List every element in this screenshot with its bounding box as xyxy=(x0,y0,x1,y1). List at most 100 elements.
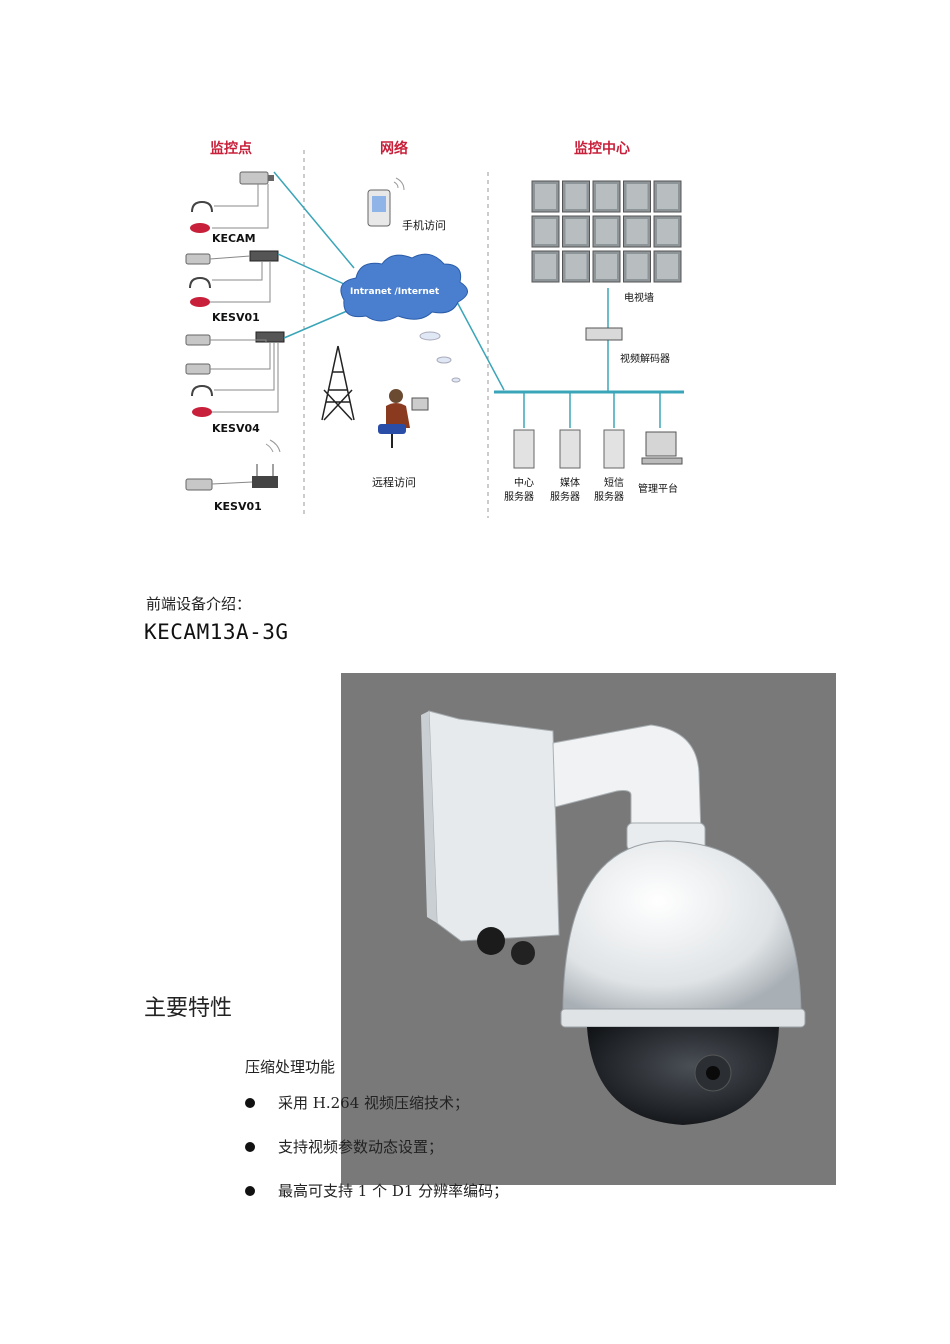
device-label: KESV04 xyxy=(212,422,260,435)
camera-lens-icon xyxy=(268,175,274,181)
tv-screen-glass xyxy=(657,219,678,244)
mobile-access: 手机访问 xyxy=(367,177,446,232)
wire xyxy=(212,184,269,229)
camera-icon xyxy=(185,363,211,375)
bullet-dot-icon xyxy=(245,1141,255,1152)
camera-icon xyxy=(239,171,269,185)
cell-tower xyxy=(321,345,355,421)
wall-bracket-icon xyxy=(428,710,560,942)
device-label: KESV01 xyxy=(212,311,260,324)
chair-icon xyxy=(378,424,406,434)
microphone-icon xyxy=(189,276,211,289)
model-title: KECAM13A-3G xyxy=(144,620,289,644)
wifi-signal-icon xyxy=(393,177,405,191)
site-kesv01-a: KESV01 xyxy=(185,250,279,324)
microphone-icon xyxy=(191,200,213,213)
speaker-icon xyxy=(190,297,210,307)
feature-bullet: 采用 H.264 视频压缩技术； xyxy=(245,1092,469,1113)
server-label-line1: 中心 xyxy=(514,476,534,489)
mobile-label: 手机访问 xyxy=(402,218,446,232)
device-label: KESV01 xyxy=(214,500,262,513)
dome-glass-icon xyxy=(587,1027,779,1125)
site-kesv04: KESV04 xyxy=(185,331,285,435)
speaker-icon xyxy=(190,223,210,233)
encoder-icon xyxy=(249,250,279,262)
cloud-label: Intranet /Internet xyxy=(350,287,440,297)
wire xyxy=(214,184,259,207)
camera-icon xyxy=(185,253,211,265)
wire xyxy=(214,342,275,391)
tv-screen-glass xyxy=(596,219,617,244)
dome-ring xyxy=(560,1008,806,1028)
wire xyxy=(212,342,279,413)
compression-heading: 压缩处理功能 xyxy=(245,1058,336,1076)
bracket-side xyxy=(421,711,437,923)
feature-bullet: 支持视频参数动态设置； xyxy=(245,1136,443,1157)
cloud-icon xyxy=(340,253,468,322)
feature-bullet: 最高可支持 1 个 D1 分辨率编码； xyxy=(245,1180,508,1201)
decoder-icon xyxy=(585,327,623,341)
decoder-label: 视频解码器 xyxy=(620,352,670,365)
tv-screen-glass xyxy=(626,254,648,279)
features-heading: 主要特性 xyxy=(144,996,233,1021)
tv-screen-glass xyxy=(565,184,587,209)
wifi-signal-icon xyxy=(265,439,281,453)
remote-access: 远程访问 xyxy=(372,331,461,489)
pda-screen xyxy=(372,196,386,212)
speed-dome-camera-illustration xyxy=(421,710,806,1125)
bullet-dot-icon xyxy=(245,1097,255,1108)
tv-screen-glass xyxy=(596,184,617,209)
lens-center xyxy=(706,1066,720,1080)
network-diagram-svg: 监控点 网络 监控中心 KECAM KESV01 KESV04 xyxy=(185,140,684,518)
tv-screen-glass xyxy=(535,184,556,209)
tv-screen-glass xyxy=(565,219,587,244)
server-icon xyxy=(603,429,625,469)
wire xyxy=(212,261,263,281)
microphone-icon xyxy=(191,384,213,397)
monitor-icon xyxy=(645,431,677,457)
site-kecam: KECAM xyxy=(190,171,274,245)
bullet-text: 支持视频参数动态设置； xyxy=(278,1138,444,1156)
server-label-line1: 短信 xyxy=(604,476,624,489)
link-line xyxy=(277,253,345,285)
remote-label: 远程访问 xyxy=(372,476,416,489)
cable-gland-icon xyxy=(511,941,535,965)
server-sms: 短信 服务器 xyxy=(594,429,625,503)
device-label: KECAM xyxy=(212,232,256,245)
wire xyxy=(210,339,267,342)
dome-housing-icon xyxy=(562,840,802,1014)
camera-icon xyxy=(185,478,213,491)
tv-screen-glass xyxy=(626,219,648,244)
intro-label: 前端设备介绍： xyxy=(146,595,252,613)
bullet-text: 最高可支持 1 个 D1 分辨率编码； xyxy=(278,1182,509,1200)
tv-screen-glass xyxy=(596,254,617,279)
keyboard-icon xyxy=(641,457,683,465)
person-body-icon xyxy=(386,403,410,428)
bubble-icon xyxy=(419,331,441,341)
mount-arm-icon xyxy=(552,724,702,836)
internet-cloud: Intranet /Internet xyxy=(340,253,468,322)
server-icon xyxy=(559,429,581,469)
server-label-line1: 媒体 xyxy=(560,477,580,489)
server-icon xyxy=(513,429,535,469)
wire xyxy=(211,481,253,485)
server-label-line2: 服务器 xyxy=(504,490,534,503)
link-line xyxy=(273,171,355,269)
product-photo xyxy=(341,673,836,1185)
wire xyxy=(209,255,251,260)
wire xyxy=(210,261,271,303)
computer-icon xyxy=(411,397,429,411)
bubble-icon xyxy=(451,377,461,383)
bullet-text: 采用 H.264 视频压缩技术； xyxy=(278,1094,470,1112)
header-network: 网络 xyxy=(380,140,408,157)
management-platform: 管理平台 xyxy=(638,431,683,495)
tv-screen-glass xyxy=(535,219,556,244)
server-center: 中心 服务器 xyxy=(504,429,535,503)
tv-screen-glass xyxy=(657,254,678,279)
tv-screen-glass xyxy=(657,184,678,209)
camera-icon xyxy=(185,334,211,346)
tv-screen-glass xyxy=(565,254,587,279)
header-center: 监控中心 xyxy=(574,140,630,157)
cable-gland-icon xyxy=(477,927,505,955)
link-line xyxy=(283,307,355,339)
